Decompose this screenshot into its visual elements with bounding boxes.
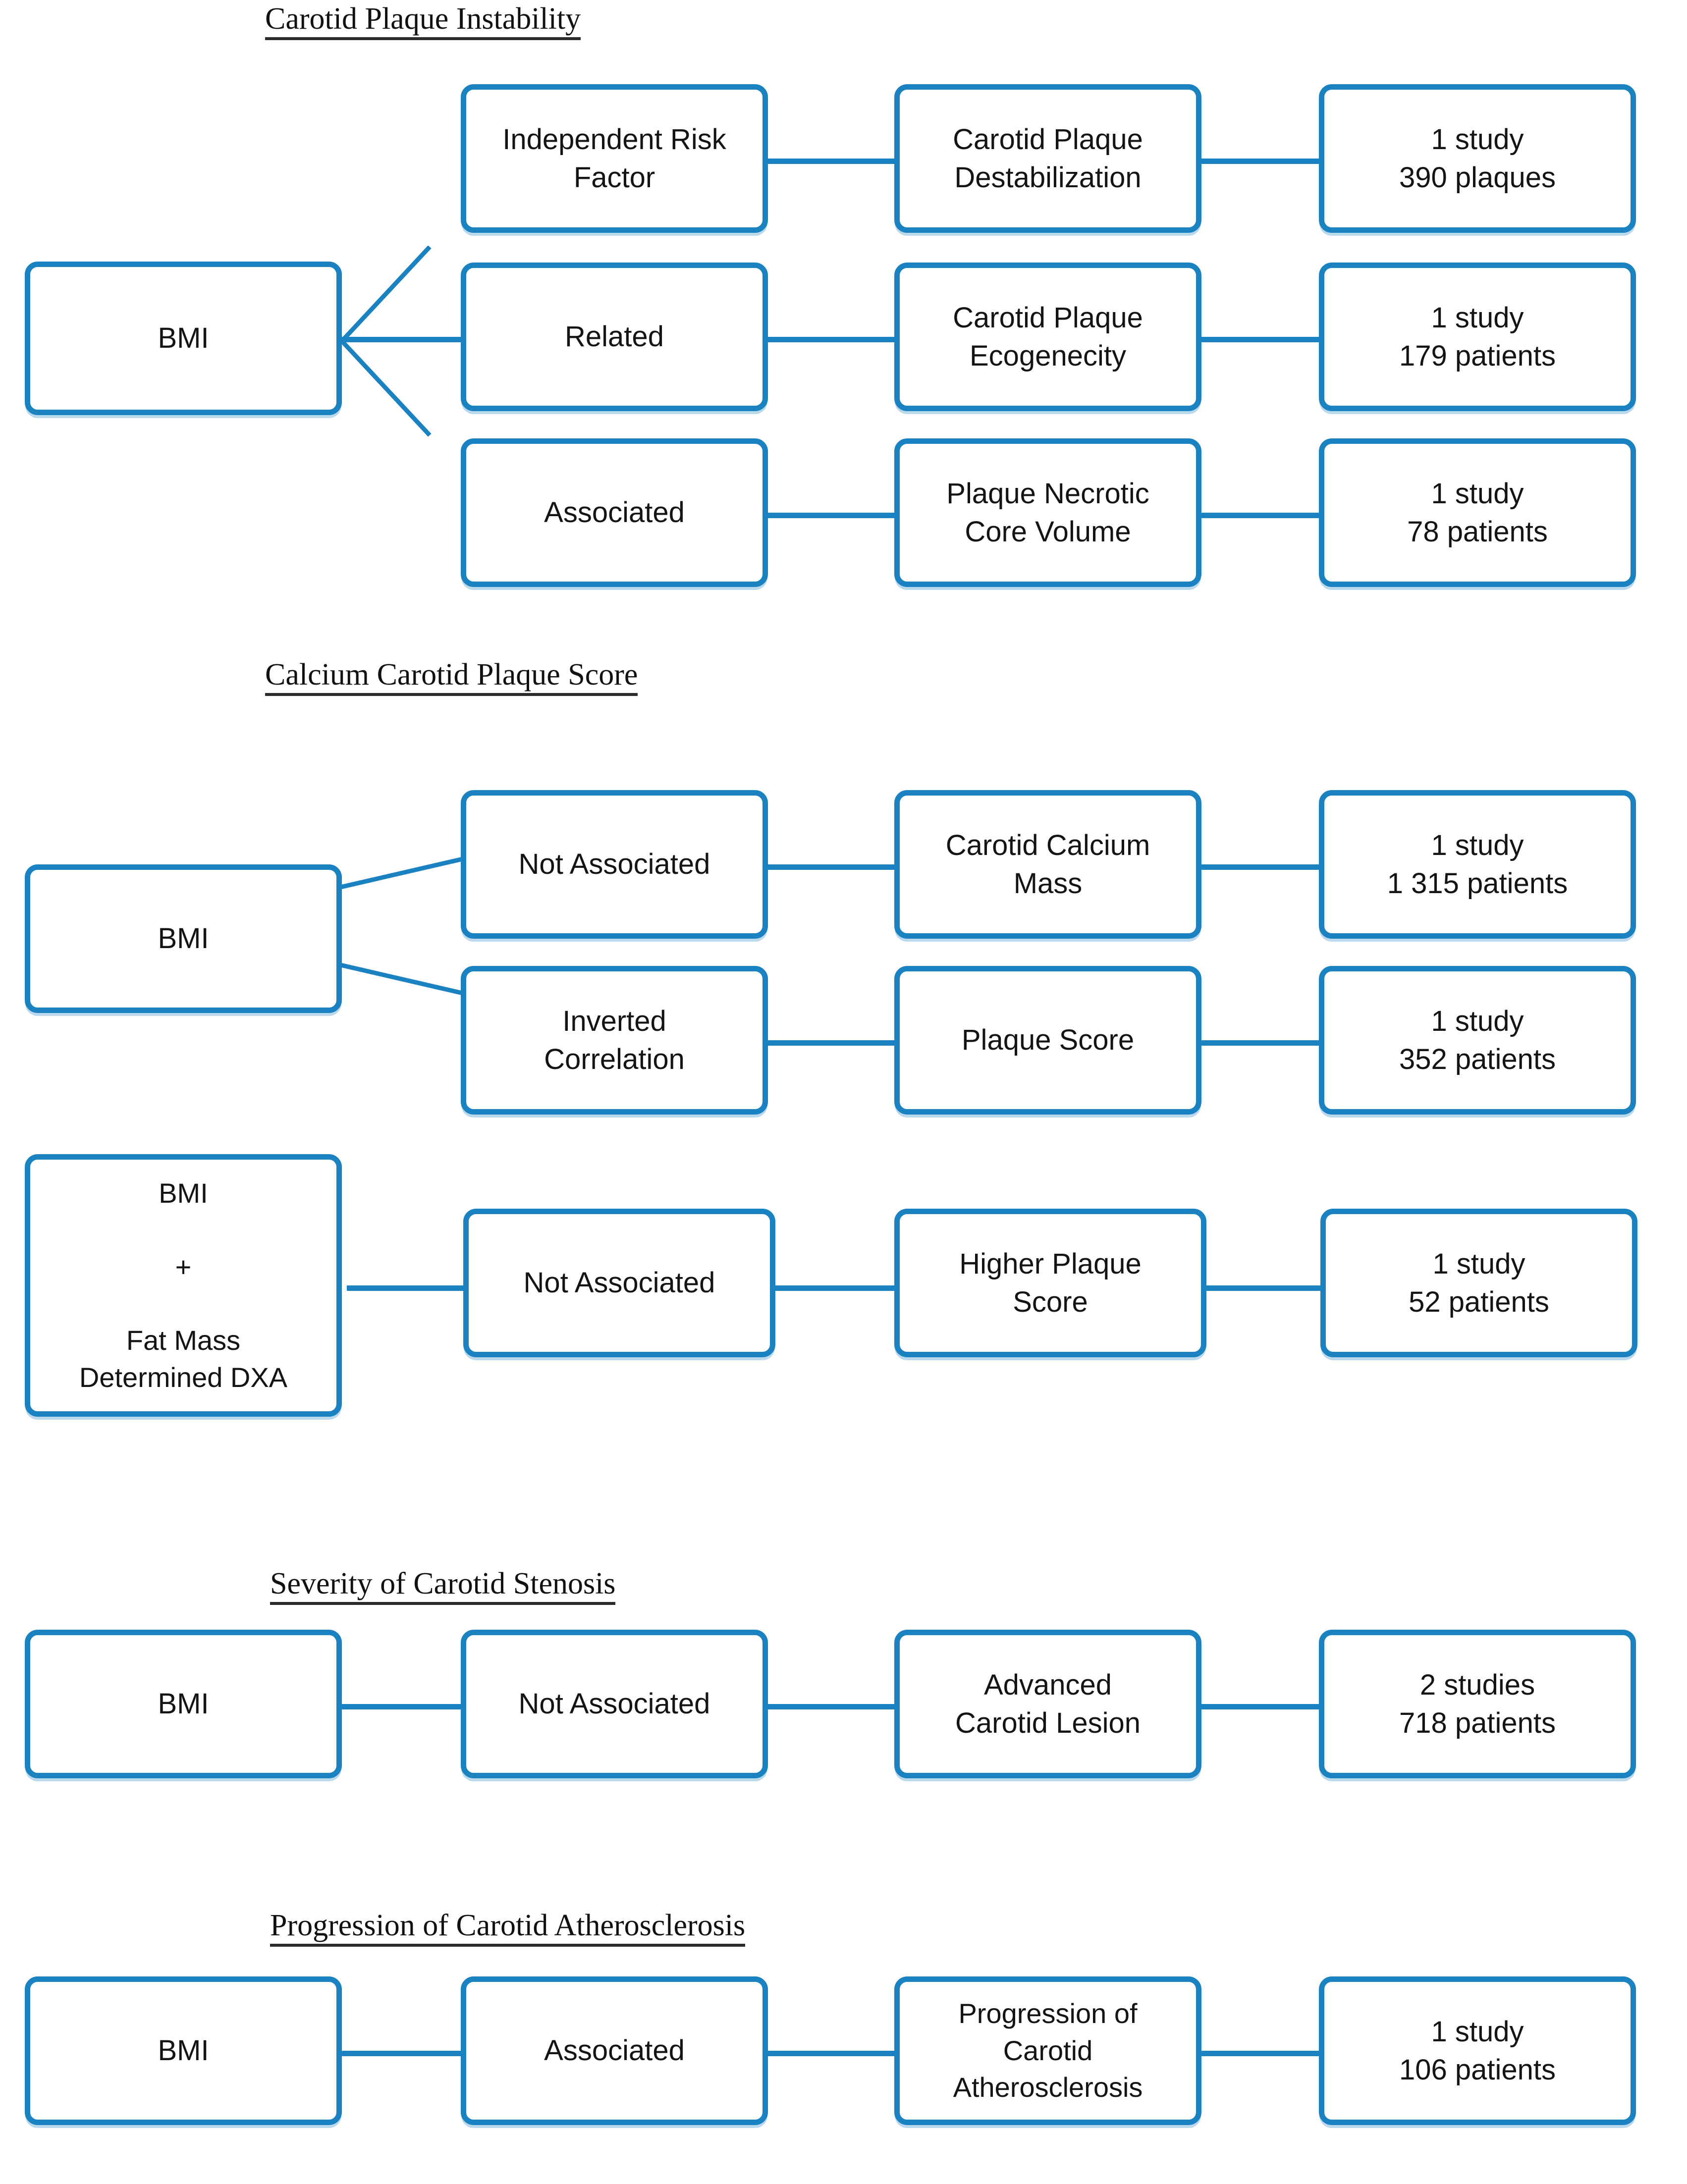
section-heading-calcium-carotid-plaque-score: Calcium Carotid Plaque Score	[265, 658, 638, 696]
evidence-box-s2-r2[interactable]: 1 study 352 patients	[1319, 966, 1636, 1115]
evidence-box-s3-r1[interactable]: 2 studies 718 patients	[1319, 1630, 1636, 1778]
outcome-box-s2-r1[interactable]: Carotid Calcium Mass	[894, 790, 1201, 939]
connector-not-associated-to-outcome-s3	[767, 1704, 895, 1709]
association-box-s4-r1[interactable]: Associated	[461, 1976, 768, 2125]
connector-bmi-to-associated	[340, 339, 432, 437]
association-box-s1-r1[interactable]: Independent Risk Factor	[461, 84, 768, 233]
evidence-box-s4-r1[interactable]: 1 study 106 patients	[1319, 1976, 1636, 2125]
connector-bmi-to-related	[342, 337, 466, 342]
outcome-box-s2-extra[interactable]: Higher Plaque Score	[894, 1209, 1206, 1357]
connector-related-to-outcome	[767, 337, 895, 342]
association-label: Associated	[544, 2034, 685, 2067]
outcome-label: Progression of Carotid Atherosclerosis	[953, 1998, 1143, 2103]
section-heading-progression-of-carotid-atherosclerosis: Progression of Carotid Atherosclerosis	[270, 1909, 746, 1947]
evidence-box-s1-r2[interactable]: 1 study 179 patients	[1319, 263, 1636, 411]
connector-bmi-to-independent-risk-factor	[340, 245, 432, 343]
evidence-box-s2-extra[interactable]: 1 study 52 patients	[1320, 1209, 1637, 1357]
evidence-studies-label: 1 study	[1431, 301, 1524, 334]
association-box-s1-r2[interactable]: Related	[461, 263, 768, 411]
association-box-s2-extra[interactable]: Not Associated	[463, 1209, 775, 1357]
connector-bmi-to-associated-s4	[342, 2051, 466, 2056]
evidence-studies-label: 1 study	[1431, 829, 1524, 861]
connector-higher-plaque-score-to-evidence	[1204, 1285, 1320, 1291]
outcome-label: Higher Plaque Score	[959, 1247, 1142, 1318]
connector-outcome3-to-evidence	[1201, 513, 1319, 518]
evidence-box-s1-r1[interactable]: 1 study 390 plaques	[1319, 84, 1636, 233]
evidence-sample-label: 52 patients	[1409, 1286, 1549, 1318]
association-label: Related	[565, 320, 664, 353]
connector-outcome-to-evidence-s3	[1201, 1704, 1319, 1709]
source-label: BMI	[158, 1688, 209, 1720]
evidence-box-s1-r3[interactable]: 1 study 78 patients	[1319, 438, 1636, 587]
evidence-studies-label: 1 study	[1431, 2015, 1524, 2048]
evidence-sample-label: 390 plaques	[1399, 161, 1556, 194]
connector-associated-to-outcome	[767, 513, 895, 518]
association-label: Inverted Correlation	[544, 1005, 685, 1075]
connector-associated-to-outcome-s4	[767, 2051, 895, 2056]
association-label: Not Associated	[523, 1267, 715, 1299]
outcome-box-s2-r2[interactable]: Plaque Score	[894, 966, 1201, 1115]
connector-bmi-to-not-associated-s3	[342, 1704, 466, 1709]
association-box-s2-r1[interactable]: Not Associated	[461, 790, 768, 939]
evidence-studies-label: 1 study	[1431, 123, 1524, 156]
association-label: Not Associated	[518, 848, 710, 881]
outcome-box-s3-r1[interactable]: Advanced Carotid Lesion	[894, 1630, 1201, 1778]
connector-outcome2-to-evidence-s2	[1201, 1040, 1319, 1046]
evidence-sample-label: 1 315 patients	[1387, 867, 1568, 900]
source-label: BMI	[158, 322, 209, 355]
evidence-sample-label: 718 patients	[1399, 1707, 1556, 1739]
outcome-box-s4-r1[interactable]: Progression of Carotid Atherosclerosis	[894, 1976, 1201, 2125]
evidence-box-s2-r1[interactable]: 1 study 1 315 patients	[1319, 790, 1636, 939]
evidence-studies-label: 1 study	[1431, 477, 1524, 510]
source-label: BMI	[158, 922, 209, 955]
source-box-bmi-s1[interactable]: BMI	[25, 262, 342, 415]
evidence-studies-label: 2 studies	[1419, 1668, 1535, 1701]
connector-outcome2-to-evidence	[1201, 337, 1319, 342]
association-box-s1-r3[interactable]: Associated	[461, 438, 768, 587]
connector-not-associated-to-higher-plaque-score	[773, 1285, 897, 1291]
outcome-box-s1-r3[interactable]: Plaque Necrotic Core Volume	[894, 438, 1201, 587]
source-box-bmi-fat-mass[interactable]: BMI + Fat Mass Determined DXA	[25, 1154, 342, 1417]
outcome-label: Carotid Plaque Destabilization	[953, 123, 1143, 194]
connector-independent-risk-factor-to-outcome	[767, 159, 895, 164]
outcome-label: Carotid Calcium Mass	[945, 829, 1150, 900]
association-label: Independent Risk Factor	[502, 123, 726, 194]
outcome-label: Plaque Necrotic Core Volume	[946, 477, 1149, 548]
connector-bmi-fatmass-to-not-associated	[347, 1285, 466, 1291]
evidence-studies-label: 1 study	[1431, 1005, 1524, 1037]
evidence-sample-label: 106 patients	[1399, 2054, 1556, 2086]
evidence-sample-label: 78 patients	[1407, 516, 1548, 548]
source-label: BMI + Fat Mass Determined DXA	[79, 1177, 288, 1393]
evidence-sample-label: 179 patients	[1399, 340, 1556, 372]
association-label: Not Associated	[518, 1688, 710, 1720]
association-box-s2-r2[interactable]: Inverted Correlation	[461, 966, 768, 1115]
connector-not-associated-to-outcome-s2	[767, 864, 895, 870]
association-label: Associated	[544, 496, 685, 529]
outcome-label: Carotid Plaque Ecogenecity	[953, 301, 1143, 372]
section-heading-carotid-plaque-instability: Carotid Plaque Instability	[265, 2, 581, 41]
connector-inverted-correlation-to-outcome-s2	[767, 1040, 895, 1046]
source-box-bmi-s2[interactable]: BMI	[25, 864, 342, 1013]
outcome-box-s1-r1[interactable]: Carotid Plaque Destabilization	[894, 84, 1201, 233]
section-heading-severity-of-carotid-stenosis: Severity of Carotid Stenosis	[270, 1567, 616, 1605]
association-box-s3-r1[interactable]: Not Associated	[461, 1630, 768, 1778]
evidence-sample-label: 352 patients	[1399, 1043, 1556, 1075]
connector-outcome1-to-evidence	[1201, 159, 1319, 164]
source-label: BMI	[158, 2034, 209, 2067]
connector-outcome-to-evidence-s4	[1201, 2051, 1319, 2056]
outcome-label: Plaque Score	[961, 1024, 1135, 1057]
outcome-box-s1-r2[interactable]: Carotid Plaque Ecogenecity	[894, 263, 1201, 411]
source-box-bmi-s4[interactable]: BMI	[25, 1976, 342, 2125]
outcome-label: Advanced Carotid Lesion	[955, 1668, 1141, 1739]
source-box-bmi-s3[interactable]: BMI	[25, 1630, 342, 1778]
evidence-studies-label: 1 study	[1432, 1247, 1525, 1280]
connector-outcome1-to-evidence-s2	[1201, 864, 1319, 870]
